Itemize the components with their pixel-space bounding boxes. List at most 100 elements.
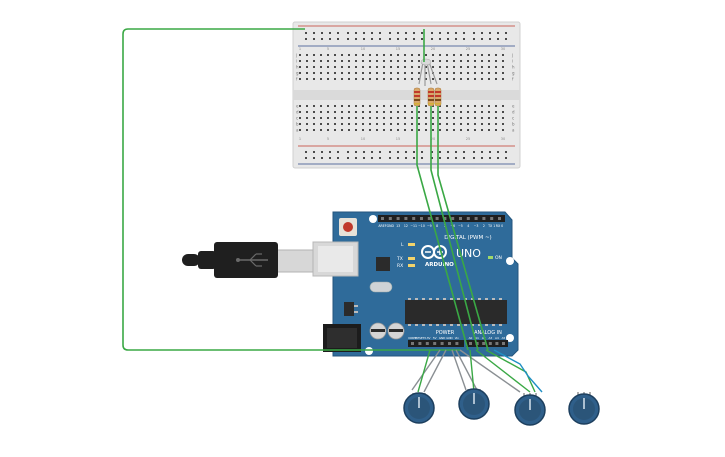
rail-hole[interactable] bbox=[447, 38, 449, 40]
breadboard-hole[interactable] bbox=[299, 54, 301, 56]
breadboard-hole[interactable] bbox=[299, 111, 301, 113]
breadboard-hole[interactable] bbox=[390, 78, 392, 80]
breadboard-hole[interactable] bbox=[390, 60, 392, 62]
breadboard-hole[interactable] bbox=[383, 111, 385, 113]
breadboard-hole[interactable] bbox=[383, 117, 385, 119]
rail-hole[interactable] bbox=[481, 38, 483, 40]
breadboard-hole[interactable] bbox=[376, 72, 378, 74]
rail-hole[interactable] bbox=[473, 38, 475, 40]
wire-pot1-wiper[interactable] bbox=[417, 349, 431, 393]
header-pin[interactable] bbox=[459, 217, 462, 220]
breadboard-hole[interactable] bbox=[439, 123, 441, 125]
rail-hole[interactable] bbox=[329, 38, 331, 40]
breadboard-hole[interactable] bbox=[411, 66, 413, 68]
rail-hole[interactable] bbox=[413, 157, 415, 159]
rail-hole[interactable] bbox=[389, 32, 391, 34]
breadboard-hole[interactable] bbox=[425, 78, 427, 80]
breadboard-hole[interactable] bbox=[404, 72, 406, 74]
breadboard-hole[interactable] bbox=[502, 78, 504, 80]
breadboard-hole[interactable] bbox=[446, 66, 448, 68]
breadboard-hole[interactable] bbox=[313, 123, 315, 125]
breadboard-hole[interactable] bbox=[313, 54, 315, 56]
breadboard-hole[interactable] bbox=[446, 129, 448, 131]
breadboard-hole[interactable] bbox=[334, 60, 336, 62]
breadboard-hole[interactable] bbox=[411, 78, 413, 80]
rail-hole[interactable] bbox=[313, 38, 315, 40]
breadboard-hole[interactable] bbox=[383, 66, 385, 68]
rail-hole[interactable] bbox=[313, 151, 315, 153]
breadboard-hole[interactable] bbox=[502, 54, 504, 56]
breadboard-hole[interactable] bbox=[495, 72, 497, 74]
breadboard-hole[interactable] bbox=[327, 78, 329, 80]
rail-hole[interactable] bbox=[439, 38, 441, 40]
breadboard-hole[interactable] bbox=[495, 123, 497, 125]
breadboard-hole[interactable] bbox=[362, 129, 364, 131]
breadboard-hole[interactable] bbox=[348, 66, 350, 68]
breadboard-hole[interactable] bbox=[411, 72, 413, 74]
breadboard-hole[interactable] bbox=[334, 111, 336, 113]
breadboard-hole[interactable] bbox=[404, 129, 406, 131]
rail-hole[interactable] bbox=[347, 38, 349, 40]
rail-hole[interactable] bbox=[505, 151, 507, 153]
rail-hole[interactable] bbox=[413, 32, 415, 34]
wire-pot3-wiper[interactable] bbox=[475, 349, 531, 393]
breadboard-hole[interactable] bbox=[383, 123, 385, 125]
breadboard-hole[interactable] bbox=[299, 129, 301, 131]
breadboard-hole[interactable] bbox=[306, 129, 308, 131]
breadboard-hole[interactable] bbox=[418, 111, 420, 113]
breadboard-hole[interactable] bbox=[334, 129, 336, 131]
breadboard-hole[interactable] bbox=[299, 72, 301, 74]
wire-pot2-wiper[interactable] bbox=[469, 349, 475, 393]
wire-pot2-b[interactable] bbox=[455, 349, 479, 393]
breadboard-hole[interactable] bbox=[383, 129, 385, 131]
breadboard-hole[interactable] bbox=[362, 66, 364, 68]
breadboard-hole[interactable] bbox=[383, 54, 385, 56]
breadboard-hole[interactable] bbox=[320, 123, 322, 125]
breadboard-hole[interactable] bbox=[474, 72, 476, 74]
rail-hole[interactable] bbox=[329, 151, 331, 153]
breadboard-hole[interactable] bbox=[390, 117, 392, 119]
breadboard-hole[interactable] bbox=[355, 123, 357, 125]
breadboard-hole[interactable] bbox=[320, 54, 322, 56]
breadboard-hole[interactable] bbox=[467, 54, 469, 56]
breadboard-hole[interactable] bbox=[467, 111, 469, 113]
header-pin[interactable] bbox=[448, 342, 451, 345]
breadboard-hole[interactable] bbox=[341, 123, 343, 125]
breadboard-hole[interactable] bbox=[299, 123, 301, 125]
rail-hole[interactable] bbox=[321, 157, 323, 159]
wire-blue[interactable] bbox=[493, 349, 543, 393]
breadboard-hole[interactable] bbox=[474, 117, 476, 119]
breadboard-hole[interactable] bbox=[425, 54, 427, 56]
rail-hole[interactable] bbox=[439, 151, 441, 153]
breadboard-hole[interactable] bbox=[481, 54, 483, 56]
breadboard-hole[interactable] bbox=[341, 105, 343, 107]
breadboard-hole[interactable] bbox=[481, 60, 483, 62]
breadboard-hole[interactable] bbox=[327, 129, 329, 131]
rail-hole[interactable] bbox=[347, 151, 349, 153]
header-pin[interactable] bbox=[388, 217, 392, 220]
breadboard-hole[interactable] bbox=[313, 66, 315, 68]
breadboard-hole[interactable] bbox=[481, 105, 483, 107]
header-pin[interactable] bbox=[427, 217, 431, 220]
breadboard-hole[interactable] bbox=[306, 117, 308, 119]
header-pin[interactable] bbox=[412, 217, 416, 220]
breadboard-hole[interactable] bbox=[390, 111, 392, 113]
breadboard-hole[interactable] bbox=[446, 105, 448, 107]
breadboard-hole[interactable] bbox=[488, 60, 490, 62]
breadboard-hole[interactable] bbox=[495, 60, 497, 62]
breadboard-hole[interactable] bbox=[390, 72, 392, 74]
breadboard-hole[interactable] bbox=[495, 129, 497, 131]
rail-hole[interactable] bbox=[337, 38, 339, 40]
rail-hole[interactable] bbox=[473, 157, 475, 159]
breadboard-hole[interactable] bbox=[446, 117, 448, 119]
breadboard-hole[interactable] bbox=[397, 123, 399, 125]
breadboard-hole[interactable] bbox=[432, 78, 434, 80]
rail-hole[interactable] bbox=[463, 32, 465, 34]
breadboard-hole[interactable] bbox=[306, 66, 308, 68]
breadboard-hole[interactable] bbox=[369, 66, 371, 68]
breadboard-hole[interactable] bbox=[404, 54, 406, 56]
header-pin[interactable] bbox=[443, 217, 447, 220]
breadboard-hole[interactable] bbox=[320, 78, 322, 80]
resistor[interactable] bbox=[434, 87, 442, 107]
breadboard-hole[interactable] bbox=[320, 117, 322, 119]
